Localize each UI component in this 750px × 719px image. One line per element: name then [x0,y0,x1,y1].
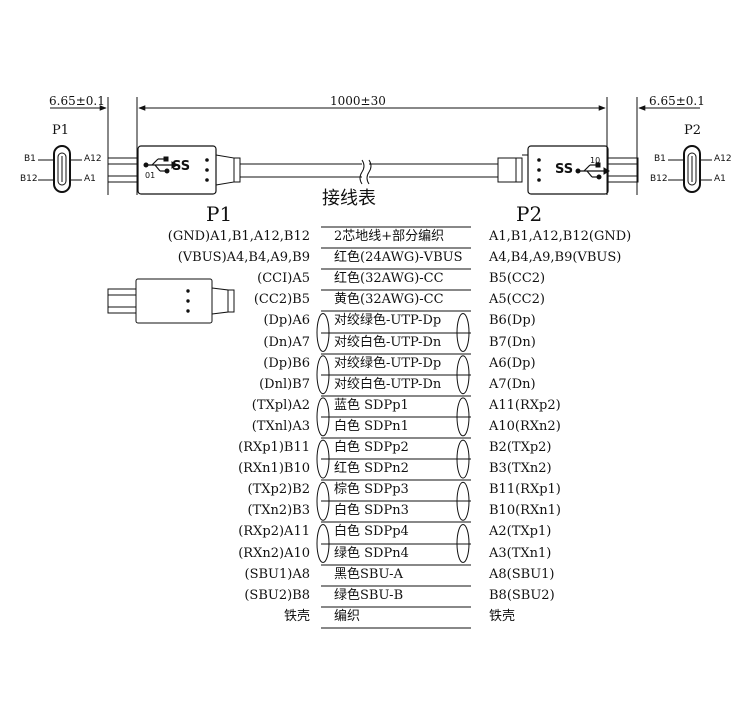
pair-marks [316,313,470,563]
twisted-pair-mark [456,355,470,395]
left-code-mark: 01 [145,171,156,180]
wire-right-pin: A8(SBU1) [489,567,555,582]
wire-left-pin: (TXpl)A2 [251,398,310,413]
right-code-mark: 10 [590,156,601,165]
wire-left-pin: (RXn2)A10 [238,546,310,561]
wire-description: 对绞白色-UTP-Dn [334,377,442,392]
wire-right-pin: A4,B4,A9,B9(VBUS) [489,250,622,265]
wire-description: 白色 SDPp2 [334,440,409,455]
wire-left-pin: (SBU2)B8 [244,588,310,603]
wire-left-pin: (TXp2)B2 [247,482,311,497]
wire-description: 对绞白色-UTP-Dn [334,335,442,350]
wire-right-pin: B10(RXn1) [489,503,561,518]
twisted-pair-mark [316,355,330,395]
table-title: 接线表 [322,188,376,209]
wire-left-pin: (GND)A1,B1,A12,B12 [167,229,310,244]
wire-left-pin: (TXnl)A3 [251,419,310,434]
dimension-lines [50,97,700,195]
wire-description: 红色 SDPn2 [334,461,409,476]
wire-description: 棕色 SDPp3 [334,482,409,497]
wire-right-pin: A5(CC2) [489,292,545,307]
wire-left-pin: (SBU1)A8 [244,567,311,582]
wire-description: 白色 SDPp4 [334,524,409,539]
wire-right-pin: B11(RXp1) [489,482,561,497]
wire-left-pin: (CC2)B5 [253,292,310,307]
wire-description: 红色(32AWG)-CC [334,271,444,286]
wire-description: 绿色SBU-B [334,588,404,603]
wire-description: 对绞绿色-UTP-Dp [334,313,442,328]
wire-left-pin: (Dnl)B7 [259,377,310,392]
p1-pin-a12: A12 [84,154,102,164]
twisted-pair-mark [316,524,330,563]
wire-right-pin: B8(SBU2) [489,588,555,603]
p2-pin-a12: A12 [714,154,732,164]
twisted-pair-mark [316,481,330,521]
wire-left-pin: (RXn1)B10 [238,461,310,476]
p2-face-label: P2 [684,123,702,138]
wire-left-pin: (VBUS)A4,B4,A9,B9 [177,250,310,265]
cable-assembly [107,145,639,195]
wire-left-pin: (Dp)A6 [263,313,310,328]
wire-left-pin: (CCI)A5 [257,271,310,286]
p1-pin-b1: B1 [24,154,36,164]
plug-side-view [107,278,235,324]
wire-right-pin: 铁壳 [489,609,516,624]
wire-description: 对绞绿色-UTP-Dp [334,356,442,371]
wire-left-pin: (TXn2)B3 [247,503,310,518]
wire-right-pin: B2(TXp2) [489,440,552,455]
twisted-pair-mark [456,481,470,521]
wire-description: 黑色SBU-A [334,567,403,582]
end-label-right: P2 [516,202,543,226]
wire-right-pin: B6(Dp) [489,313,536,328]
p1-face-label: P1 [52,123,70,138]
wire-right-pin: B7(Dn) [489,335,536,350]
left-ss-mark: SS [172,159,191,174]
wire-left-pin: (Dn)A7 [263,335,310,350]
p2-connector-face [668,145,712,193]
wire-description: 蓝色 SDPp1 [334,398,409,413]
twisted-pair-mark [316,439,330,479]
dimension-left: 6.65±0.1 [49,94,105,108]
p2-pin-a1: A1 [714,174,726,184]
end-label-left: P1 [206,202,233,226]
wire-right-pin: B5(CC2) [489,271,546,286]
wire-left-pin: (RXp2)A11 [238,524,310,539]
wire-right-pin: A1,B1,A12,B12(GND) [489,229,632,244]
wire-right-pin: A2(TXp1) [489,524,552,539]
wire-right-pin: A11(RXp2) [489,398,561,413]
wire-description: 白色 SDPn1 [334,419,409,434]
p2-pin-b12: B12 [650,174,668,184]
p2-pin-b1: B1 [654,154,666,164]
twisted-pair-mark [456,313,470,352]
wire-left-pin: (Dp)B6 [263,356,310,371]
table-rules [321,226,471,629]
wire-right-pin: A7(Dn) [489,377,536,392]
wire-left-pin: (RXp1)B11 [238,440,310,455]
twisted-pair-mark [456,439,470,479]
wire-description: 白色 SDPn3 [334,503,409,518]
p1-pin-b12: B12 [20,174,38,184]
twisted-pair-mark [456,397,470,437]
p1-pin-a1: A1 [84,174,96,184]
wire-right-pin: A3(TXn1) [489,546,552,561]
wire-right-pin: A10(RXn2) [489,419,561,434]
twisted-pair-mark [316,397,330,437]
twisted-pair-mark [316,313,330,352]
wire-description: 2芯地线+部分编织 [334,229,445,244]
wire-description: 红色(24AWG)-VBUS [334,250,463,265]
wire-left-pin: 铁壳 [283,609,310,624]
wire-description: 绿色 SDPn4 [334,546,409,561]
p1-connector-face [38,145,82,193]
twisted-pair-mark [456,524,470,563]
wire-right-pin: B3(TXn2) [489,461,552,476]
dimension-right: 6.65±0.1 [649,94,705,108]
wire-description: 黄色(32AWG)-CC [334,292,444,307]
wire-right-pin: A6(Dp) [489,356,536,371]
right-ss-mark: SS [555,162,574,177]
wire-description: 编织 [334,609,361,624]
dimension-middle: 1000±30 [330,94,386,108]
